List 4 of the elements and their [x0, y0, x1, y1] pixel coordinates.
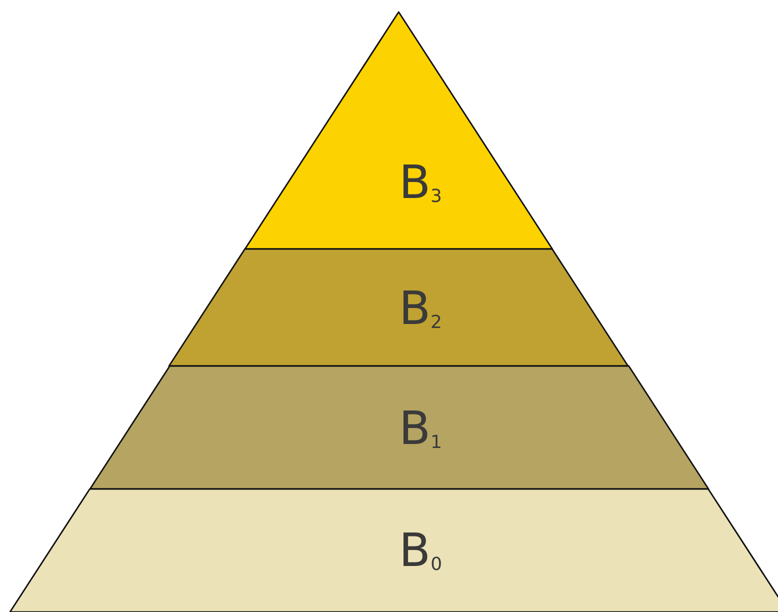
tier-label: B$_{3}$ — [398, 159, 442, 206]
tier-label: B$_{2}$ — [398, 285, 442, 332]
tier-label: B$_{1}$ — [398, 405, 442, 452]
tier-label: B$_{0}$ — [399, 527, 442, 574]
